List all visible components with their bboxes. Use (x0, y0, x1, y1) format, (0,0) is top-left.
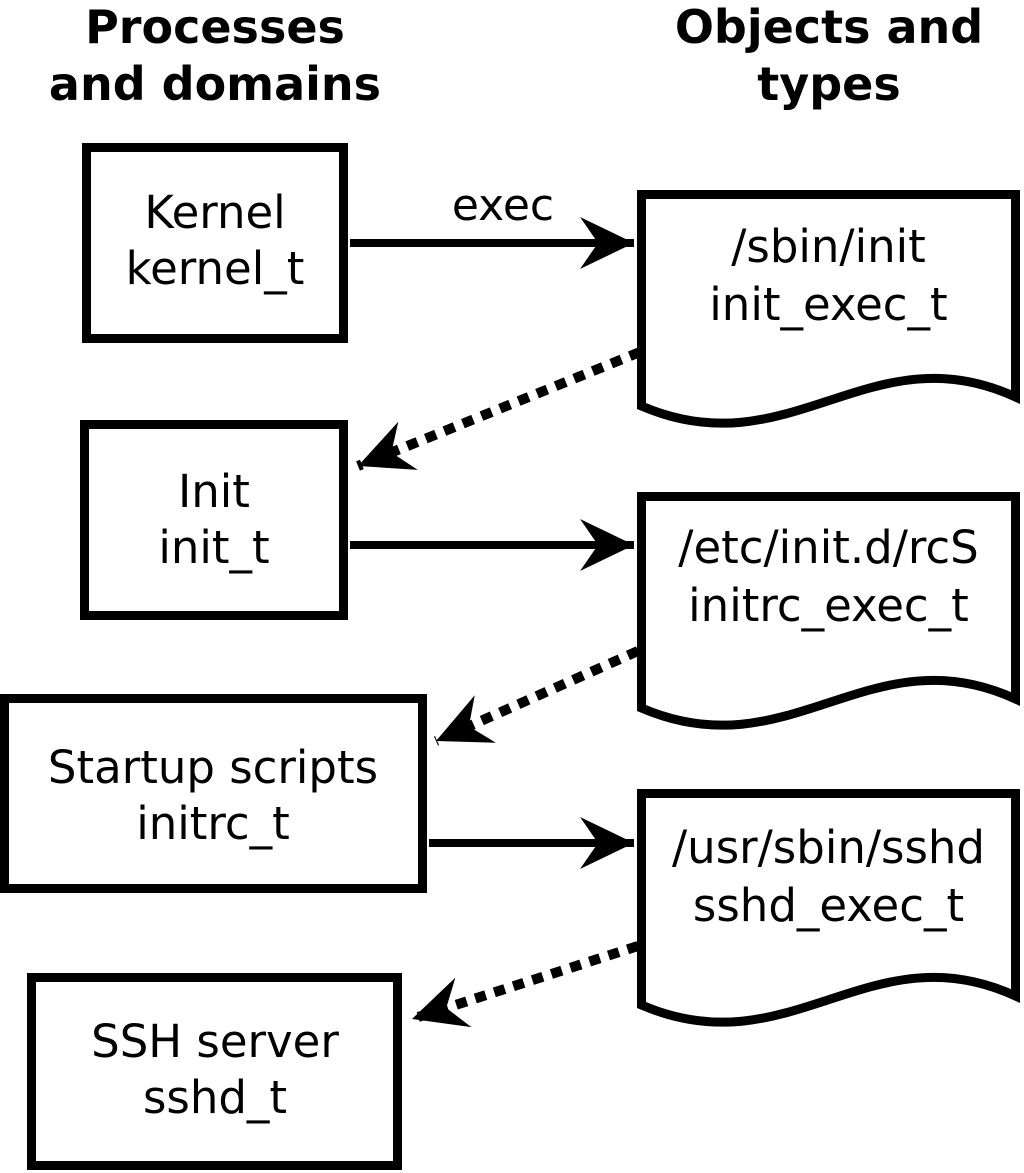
sbin-init-type: init_exec_t (709, 278, 947, 331)
processes-header-line1: Processes (85, 0, 345, 54)
object-node-etc-initd-rcs: /etc/init.d/rcS initrc_exec_t (637, 492, 1020, 730)
init-box (80, 420, 348, 620)
dotted-arrow (356, 347, 642, 471)
kernel-box (82, 143, 348, 343)
processes-header-line2: and domains (49, 57, 381, 111)
kernel-domain: kernel_t (126, 242, 305, 295)
edge-sshdexec-transition-sshd (410, 941, 640, 1028)
etc-initd-rcs-type: initrc_exec_t (688, 579, 969, 632)
document-shape (637, 789, 1020, 1027)
objects-header-line2: types (757, 57, 900, 111)
column-header-objects: Objects and types (675, 0, 983, 111)
ssh-server-domain: sshd_t (143, 1071, 287, 1124)
startup-scripts-domain: initrc_t (136, 797, 290, 850)
etc-initd-rcs-path: /etc/init.d/rcS (678, 521, 978, 574)
column-header-processes: Processes and domains (49, 0, 381, 111)
process-node-startup-scripts: Startup scripts initrc_t (0, 694, 427, 893)
edge-initexec-transition-init (356, 347, 642, 471)
edge-initrcexec-transition-initrc (433, 646, 641, 746)
document-shape (637, 190, 1020, 428)
process-node-init: Init init_t (80, 420, 348, 620)
kernel-label: Kernel (144, 186, 285, 239)
process-node-kernel: Kernel kernel_t (82, 143, 348, 343)
startup-scripts-label: Startup scripts (48, 741, 378, 794)
usr-sbin-sshd-path: /usr/sbin/sshd (672, 821, 985, 874)
object-node-usr-sbin-sshd: /usr/sbin/sshd sshd_exec_t (637, 789, 1020, 1027)
sbin-init-path: /sbin/init (731, 220, 926, 273)
exec-edge-label: exec (452, 180, 554, 231)
object-node-sbin-init: /sbin/init init_exec_t (637, 190, 1020, 428)
usr-sbin-sshd-type: sshd_exec_t (693, 879, 964, 932)
process-node-ssh-server: SSH server sshd_t (27, 973, 402, 1170)
edge-kernel-exec-init: exec (350, 180, 634, 269)
startup-scripts-box (0, 694, 427, 893)
document-shape (637, 492, 1020, 730)
init-domain: init_t (158, 521, 269, 574)
ssh-server-label: SSH server (91, 1015, 339, 1068)
ssh-server-box (27, 973, 402, 1170)
dotted-arrow (410, 941, 640, 1028)
init-label: Init (178, 465, 250, 518)
dotted-arrow (433, 646, 641, 746)
objects-header-line1: Objects and (675, 0, 983, 54)
